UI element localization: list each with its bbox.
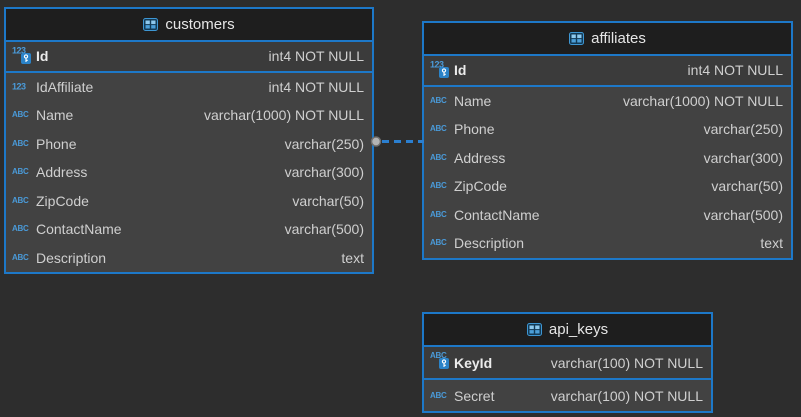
column-name: ContactName xyxy=(454,206,540,223)
column-type: text xyxy=(760,235,783,252)
column-row[interactable]: ABC Address varchar(300) xyxy=(424,144,791,173)
column-row[interactable]: ABC Description text xyxy=(6,244,372,273)
column-row[interactable]: ABC Phone varchar(250) xyxy=(424,115,791,144)
column-row[interactable]: 123 IdAffiliate int4 NOT NULL xyxy=(6,73,372,102)
text-icon: ABC xyxy=(430,152,447,162)
column-name: ContactName xyxy=(36,221,122,238)
column-type: int4 NOT NULL xyxy=(687,62,783,79)
text-icon: ABC xyxy=(430,181,447,191)
text-icon: ABC xyxy=(12,167,29,177)
column-row[interactable]: ABC Name varchar(1000) NOT NULL xyxy=(6,101,372,130)
columns-section: 123 IdAffiliate int4 NOT NULL ABC Name varcha… xyxy=(6,73,372,273)
column-name: Description xyxy=(454,235,525,252)
table-icon xyxy=(526,323,542,336)
column-type: text xyxy=(341,249,364,266)
column-type: varchar(300) xyxy=(703,149,783,166)
column-name: Name xyxy=(36,107,74,124)
entity-header[interactable]: affiliates xyxy=(424,23,791,56)
column-type: varchar(250) xyxy=(703,121,783,138)
column-name: KeyId xyxy=(454,354,493,371)
column-name: Name xyxy=(454,92,492,109)
entity-header[interactable]: customers xyxy=(6,9,372,42)
column-name: Secret xyxy=(454,387,495,404)
column-type: int4 NOT NULL xyxy=(268,78,364,95)
column-row[interactable]: ABC Address varchar(300) xyxy=(6,158,372,187)
text-icon: ABC xyxy=(12,195,29,205)
column-name: Id xyxy=(454,62,467,79)
columns-section: ABC Secret varchar(100) NOT NULL xyxy=(424,380,711,411)
column-name: Id xyxy=(36,48,49,65)
column-type: varchar(250) xyxy=(284,135,364,152)
fk-relation-customers-affiliates[interactable] xyxy=(369,134,424,149)
numeric-icon: 123 xyxy=(429,56,454,85)
column-type: varchar(100) NOT NULL xyxy=(550,354,703,371)
column-name: Description xyxy=(36,249,107,266)
column-name: Phone xyxy=(454,121,495,138)
column-type: varchar(500) xyxy=(703,206,783,223)
text-icon: ABC xyxy=(12,224,29,234)
numeric-icon: 123 xyxy=(11,42,36,71)
column-row[interactable]: ABC ZipCode varchar(50) xyxy=(424,172,791,201)
column-type: varchar(100) NOT NULL xyxy=(550,387,703,404)
text-icon: ABC xyxy=(12,110,29,120)
text-icon: ABC xyxy=(430,95,447,105)
text-icon: ABC xyxy=(429,347,454,378)
column-name: Address xyxy=(36,164,88,181)
entity-title: affiliates xyxy=(591,30,646,47)
entity-title: api_keys xyxy=(548,321,609,338)
column-type: varchar(300) xyxy=(284,164,364,181)
column-row[interactable]: ABC ContactName varchar(500) xyxy=(424,201,791,230)
column-name: Address xyxy=(454,149,506,166)
column-row[interactable]: ABC Name varchar(1000) NOT NULL xyxy=(424,87,791,116)
text-icon: ABC xyxy=(430,209,447,219)
text-icon: ABC xyxy=(12,252,29,262)
entity-header[interactable]: api_keys xyxy=(424,314,711,347)
table-icon xyxy=(143,18,159,31)
columns-section: ABC Name varchar(1000) NOT NULL ABC Phone var… xyxy=(424,87,791,258)
column-type: varchar(500) xyxy=(284,221,364,238)
column-type: varchar(1000) NOT NULL xyxy=(203,107,364,124)
text-icon: ABC xyxy=(12,138,29,148)
column-name: ZipCode xyxy=(36,192,89,209)
primary-key-icon xyxy=(441,359,447,367)
table-icon xyxy=(569,32,585,45)
numeric-icon: 123 xyxy=(12,81,26,92)
entity-title: customers xyxy=(165,16,235,33)
primary-key-badge xyxy=(439,358,449,369)
column-type: varchar(50) xyxy=(711,178,783,195)
column-row[interactable]: ABC Secret varchar(100) NOT NULL xyxy=(424,380,711,411)
primary-key-badge xyxy=(21,53,31,64)
primary-key-icon xyxy=(441,68,447,76)
column-row[interactable]: ABC Phone varchar(250) xyxy=(6,130,372,159)
column-name: Phone xyxy=(36,135,77,152)
text-icon: ABC xyxy=(430,390,447,400)
column-row[interactable]: ABC Description text xyxy=(424,229,791,258)
primary-key-icon xyxy=(23,54,29,62)
primary-key-badge xyxy=(439,67,449,78)
column-row[interactable]: ABC ZipCode varchar(50) xyxy=(6,187,372,216)
text-icon: ABC xyxy=(430,124,447,134)
column-row[interactable]: ABC ContactName varchar(500) xyxy=(6,215,372,244)
relation-endpoint-dot xyxy=(370,136,382,147)
column-type: varchar(50) xyxy=(292,192,364,209)
column-type: varchar(1000) NOT NULL xyxy=(622,92,783,109)
column-type: int4 NOT NULL xyxy=(268,48,364,65)
text-icon: ABC xyxy=(430,238,447,248)
column-name: ZipCode xyxy=(454,178,507,195)
column-name: IdAffiliate xyxy=(36,78,94,95)
